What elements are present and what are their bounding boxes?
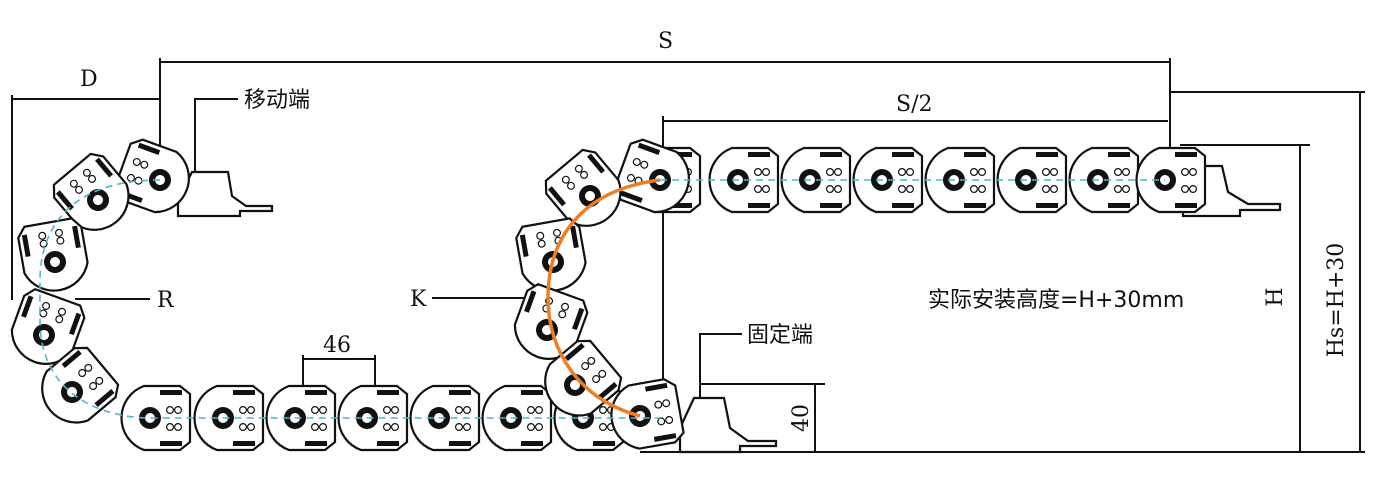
chain-link [17,217,89,292]
half-travel-label: S/2 [896,92,932,117]
drag-chain [10,138,1207,452]
travel-label: S [658,29,673,54]
bracket-offset-label: D [80,67,98,92]
chain-link [852,146,924,214]
chain-link [996,146,1068,214]
chain-link [610,378,685,450]
chain-link [612,138,690,214]
chain-link [924,146,996,214]
pitch-label: 46 [323,333,351,358]
install-note: 实际安装高度=H+30mm [928,288,1184,313]
chain-link [708,146,780,214]
chain-link [112,138,190,214]
chain-link [1135,146,1207,214]
chain-link [52,152,130,231]
chain-link [1068,146,1140,214]
chain-link [10,287,86,365]
fixed-end-label: 固定端 [747,323,813,348]
moving-end-label: 移动端 [244,88,310,113]
bend-radius-arc [546,178,661,418]
link-height-label: 40 [789,404,814,432]
chain-center-line [39,179,660,419]
chain-link [515,217,587,292]
upper-end-bracket [1181,164,1282,218]
chain-link [780,146,852,214]
moving-end-bracket [176,170,274,218]
height-label: H [1263,287,1288,306]
fixed-end-bracket [678,396,778,454]
mounting-brackets [176,164,1282,454]
bend-radius-label: R [157,288,175,313]
bend-outer-label: K [410,287,427,312]
total-height-label: Hs=H+30 [1324,243,1349,358]
